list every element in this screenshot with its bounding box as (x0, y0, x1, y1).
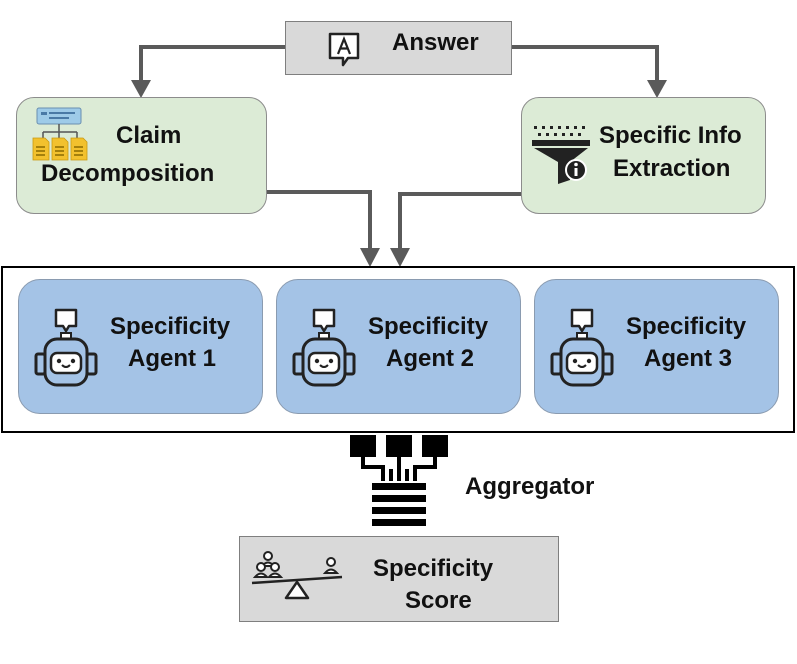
arrowhead-agents-right (390, 248, 410, 267)
agent-3-label-line1: Specificity (626, 313, 747, 340)
specificity-score-node: Specificity Score (239, 536, 559, 622)
arrowhead-extraction (647, 80, 667, 98)
agent-1-label-line1: Specificity (110, 313, 231, 340)
extraction-label-line2: Extraction (613, 155, 731, 182)
arrow-answer-to-extraction (512, 45, 659, 82)
aggregator-label: Aggregator (465, 473, 595, 500)
specific-info-extraction-node: Specific Info Extraction (521, 97, 766, 214)
arrow-claim-to-agents (267, 190, 372, 252)
arrow-answer-to-claim (139, 45, 285, 82)
answer-label: Answer (392, 29, 479, 56)
arrowhead-claim (131, 80, 151, 98)
score-label-line1: Specificity (373, 555, 494, 582)
agents-container (1, 266, 795, 433)
agent-1-label-line2: Agent 1 (128, 345, 217, 372)
claim-decomposition-node: Claim Decomposition (16, 97, 267, 214)
claim-label-line2: Decomposition (41, 160, 215, 187)
agent-2-label-line1: Specificity (368, 313, 489, 340)
funnel-info-icon (532, 126, 590, 184)
robot-icon (550, 308, 614, 387)
specificity-agent-3: Specificity Agent 3 (534, 279, 779, 414)
score-label-line2: Score (405, 587, 472, 614)
answer-node: Answer (285, 21, 512, 75)
arrowhead-agents-left (360, 248, 380, 267)
arrow-extraction-to-agents (398, 192, 521, 252)
specificity-agent-2: Specificity Agent 2 (276, 279, 521, 414)
agent-3-label-line2: Agent 3 (644, 345, 733, 372)
specificity-agent-1: Specificity Agent 1 (18, 279, 263, 414)
document-tree-icon (32, 107, 88, 161)
agent-2-label-line2: Agent 2 (386, 345, 475, 372)
robot-icon (34, 308, 98, 387)
claim-label-line1: Claim (116, 122, 182, 149)
balance-scale-icon (251, 551, 343, 600)
merge-connector-icon (350, 435, 448, 526)
speech-bubble-a-icon (328, 32, 360, 67)
robot-icon (292, 308, 356, 387)
extraction-label-line1: Specific Info (599, 122, 742, 149)
